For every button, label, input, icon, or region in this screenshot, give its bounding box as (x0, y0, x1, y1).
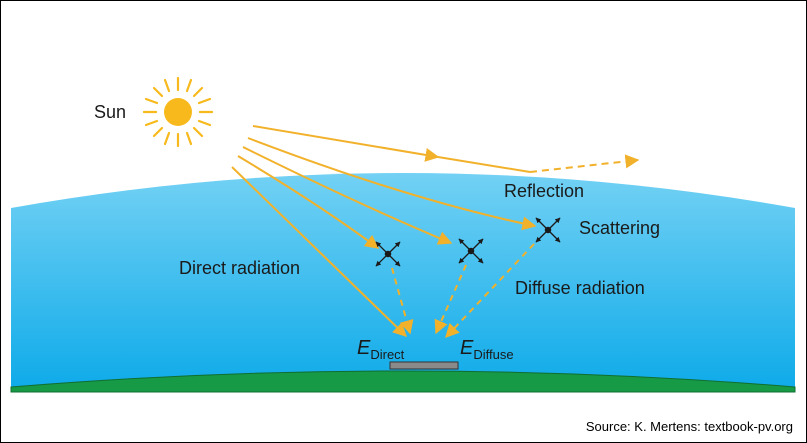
e-direct-subscript: Direct (370, 347, 404, 362)
ray-to-scatter-3 (247, 137, 537, 231)
ground (10, 370, 796, 393)
reflection-label: Reflection (504, 181, 584, 201)
scatter-point-icon (375, 241, 401, 267)
scatter-point-icon (535, 217, 561, 243)
reflection-ray-continued (437, 156, 531, 173)
direct-radiation-label: Direct radiation (179, 258, 300, 278)
source-credit: Source: K. Mertens: textbook-pv.org (585, 419, 793, 434)
sun-label: Sun (94, 102, 126, 122)
scattering-label: Scattering (579, 218, 660, 238)
diffuse-ray-1 (391, 267, 414, 335)
reflection-ray (252, 125, 440, 162)
reflected-ray-out (529, 154, 640, 173)
e-direct-symbol: E (357, 337, 371, 359)
ray-to-scatter-2 (242, 146, 453, 245)
sun-icon (142, 76, 214, 148)
diffuse-ray-2 (434, 264, 467, 335)
diffuse-radiation-label: Diffuse radiation (515, 278, 645, 298)
solar-panel-icon (389, 361, 459, 370)
e-diffuse-label: EDiffuse (460, 337, 514, 362)
scatter-point-icon (458, 238, 484, 264)
e-direct-label: EDirect (357, 337, 405, 362)
atmosphere (11, 173, 795, 392)
ray-to-scatter-1 (237, 155, 380, 249)
direct-ray (231, 166, 408, 337)
e-diffuse-symbol: E (460, 337, 474, 359)
e-diffuse-subscript: Diffuse (473, 347, 513, 362)
